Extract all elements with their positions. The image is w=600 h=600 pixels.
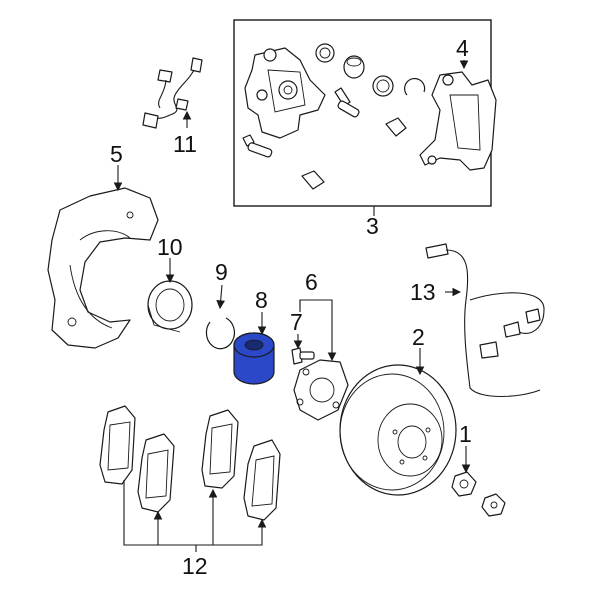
callout-10: 10 xyxy=(157,234,183,260)
wheel-stud-part xyxy=(291,347,315,365)
callout-12: 12 xyxy=(182,553,208,579)
callout-4: 4 xyxy=(456,35,469,61)
lug-nut-part xyxy=(451,471,506,517)
hub-bearing-part xyxy=(147,280,193,333)
callout-8: 8 xyxy=(255,287,268,313)
snap-ring-part xyxy=(205,317,236,350)
callout-6: 6 xyxy=(305,269,318,295)
caliper-guide-pin-part xyxy=(242,87,407,190)
dust-shield-part xyxy=(47,187,159,349)
leader-12 xyxy=(123,480,267,546)
leader-lines xyxy=(113,60,471,552)
caliper-piston-seal-part xyxy=(315,43,426,97)
leader-9 xyxy=(216,284,226,310)
abs-sensor-harness-part xyxy=(425,243,545,397)
callout-2: 2 xyxy=(412,324,425,350)
callout-13: 13 xyxy=(410,279,436,305)
wear-sensor-harness-part xyxy=(142,57,203,129)
callout-9: 9 xyxy=(215,259,228,285)
callout-1: 1 xyxy=(459,421,472,447)
wheel-hub-part xyxy=(293,359,349,421)
caliper-assembly-part xyxy=(244,47,326,139)
callout-5: 5 xyxy=(110,141,123,167)
brake-rotor-part xyxy=(339,364,457,496)
callout-3: 3 xyxy=(366,213,379,239)
caliper-bracket-part xyxy=(419,71,497,171)
brake-pad-set-part xyxy=(99,405,281,521)
wheel-bearing-part xyxy=(233,332,275,385)
callout-11: 11 xyxy=(173,131,197,157)
callout-7: 7 xyxy=(290,309,303,335)
leader-6 xyxy=(299,299,337,362)
